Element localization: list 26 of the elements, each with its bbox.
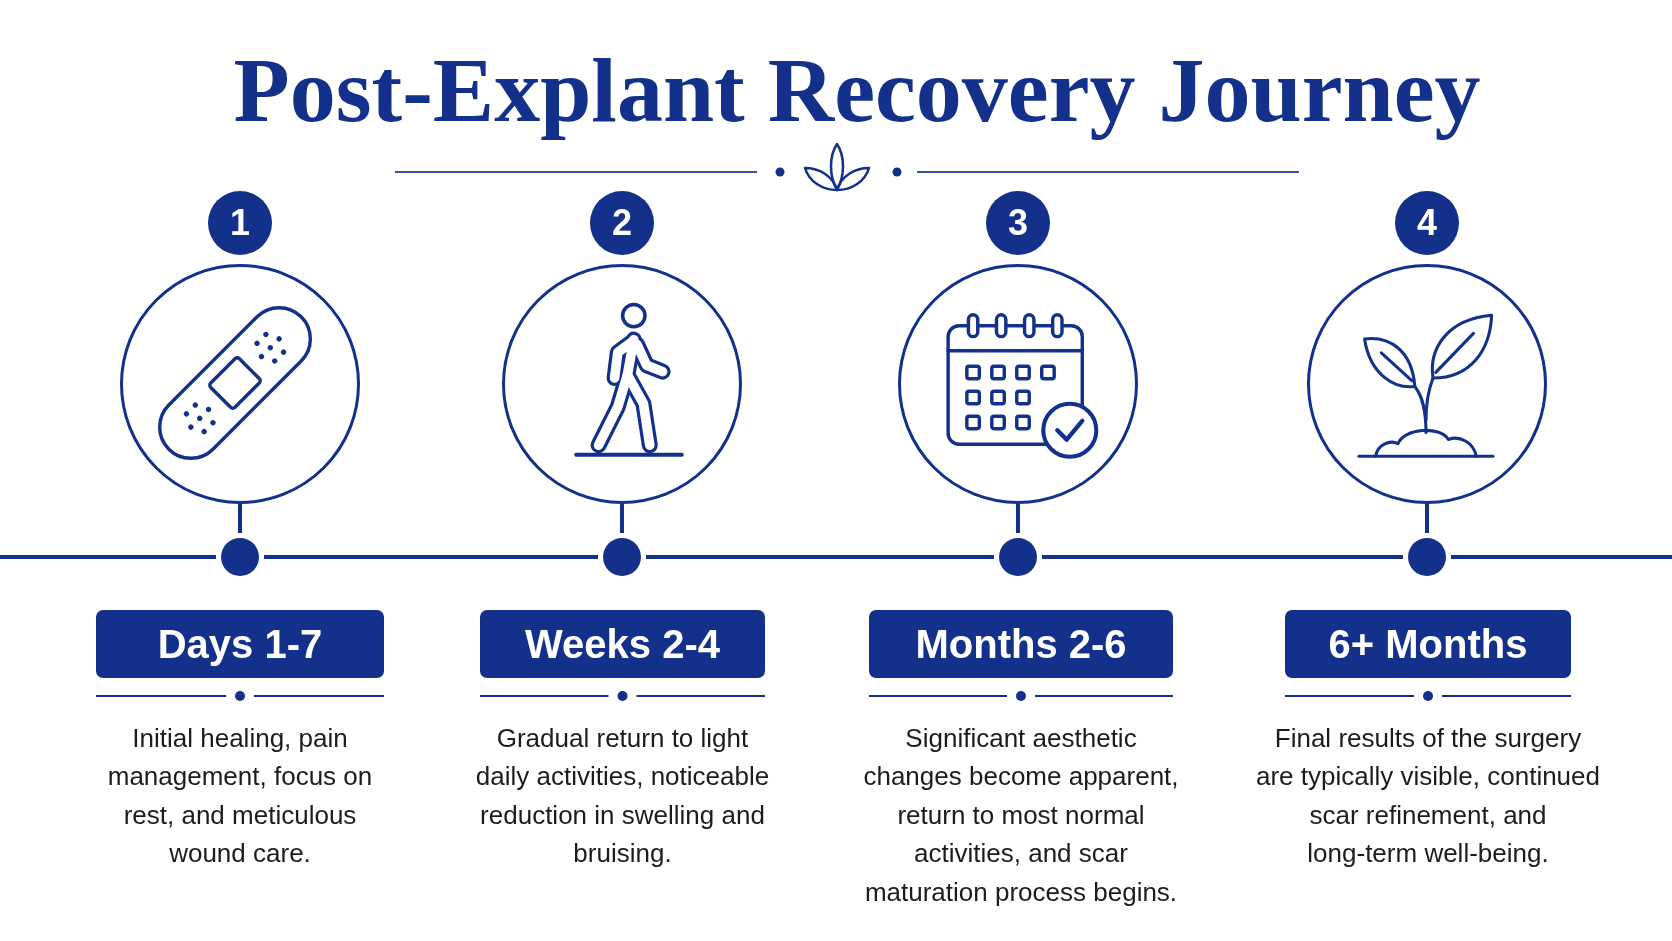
step-number-badge: 1 (208, 191, 272, 255)
connector-line (1016, 504, 1020, 533)
timeline-dot (1408, 538, 1446, 576)
connector-line (238, 504, 242, 533)
timeline-line (264, 555, 598, 559)
timeline-dot (603, 538, 641, 576)
phase-description: Initial healing, pain management, focus on rest, and meticulous wound care. (106, 722, 374, 871)
timeline-line (646, 555, 994, 559)
period-label: Days 1-7 (96, 610, 384, 678)
step-number-badge: 4 (1395, 191, 1459, 255)
title: Post-Explant Recovery Journey (233, 38, 1481, 143)
period-label: Weeks 2-4 (480, 610, 765, 678)
timeline-line (0, 555, 216, 559)
phase-description: Final results of the surgery are typically visible, continued scar refinement, and long-term well-being. (1255, 722, 1601, 871)
period-label: Months 2-6 (869, 610, 1173, 678)
phase-description: Gradual return to light daily activities, noticeable reduction in swelling and bruising. (474, 722, 771, 871)
timeline-line (1042, 555, 1403, 559)
timeline-dot (221, 538, 259, 576)
timeline-dot (999, 538, 1037, 576)
connector-line (620, 504, 624, 533)
step-number-badge: 3 (986, 191, 1050, 255)
phase-description: Significant aesthetic changes become apparent, return to most normal activities, and scar maturation process begins. (862, 722, 1180, 909)
step-number-badge: 2 (590, 191, 654, 255)
period-label: 6+ Months (1285, 610, 1571, 678)
timeline-line (1451, 555, 1672, 559)
connector-line (1425, 504, 1429, 533)
